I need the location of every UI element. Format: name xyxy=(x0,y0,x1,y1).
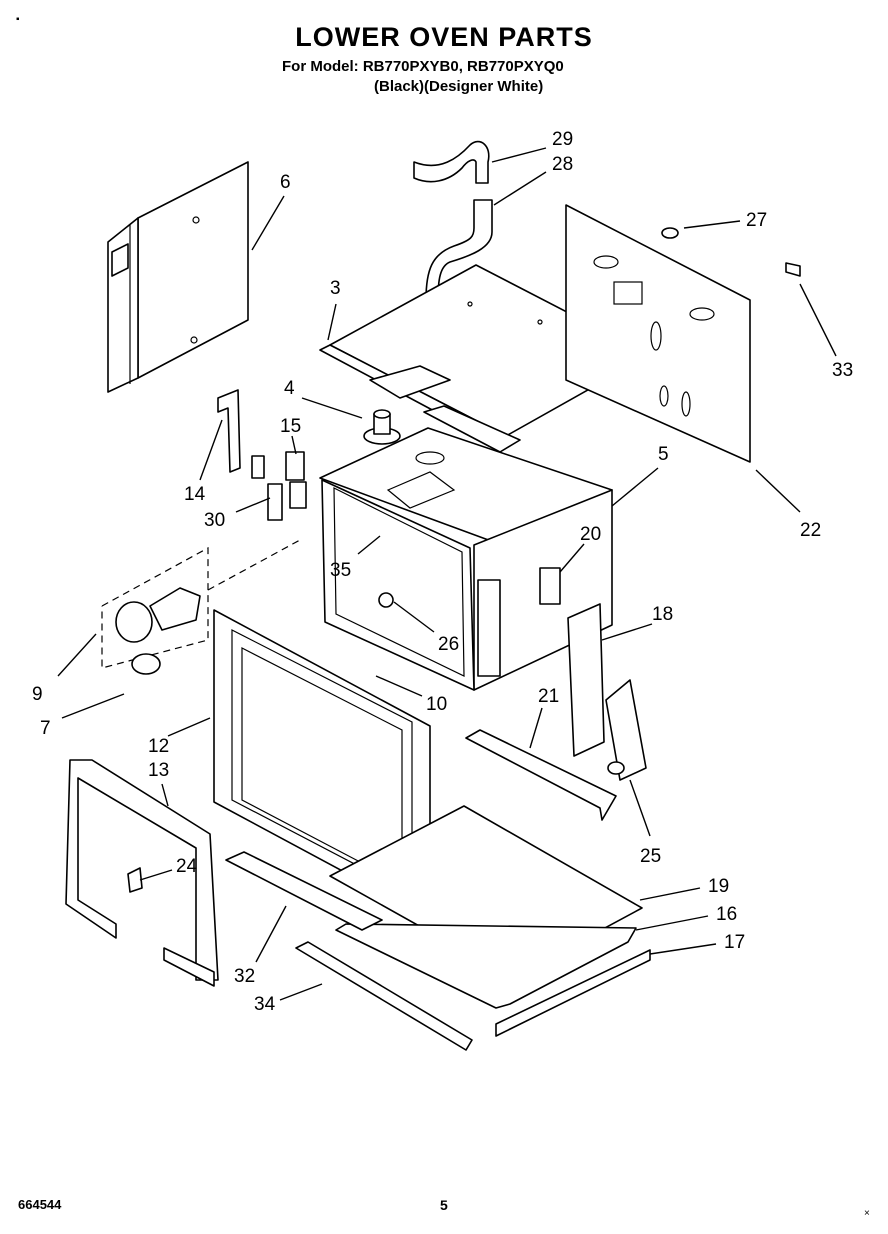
callout-17: 17 xyxy=(724,932,745,953)
side-panel xyxy=(107,161,249,393)
model-line: For Model: RB770PXYB0, RB770PXYQ0 xyxy=(282,58,564,75)
callout-19: 19 xyxy=(708,876,729,897)
callout-12: 12 xyxy=(148,736,169,757)
callout-4: 4 xyxy=(284,378,295,399)
callout-26: 26 xyxy=(438,634,459,655)
door-trim xyxy=(225,851,383,931)
callout-14: 14 xyxy=(184,484,206,505)
callout-35: 35 xyxy=(330,560,351,581)
document-number: 664544 xyxy=(18,1197,62,1212)
front-bracket xyxy=(465,729,617,821)
callout-16: 16 xyxy=(716,904,737,925)
corner-mark: ▪ xyxy=(16,14,20,25)
bottom-panel xyxy=(329,805,651,1037)
callout-24: 24 xyxy=(176,856,198,877)
door-switch xyxy=(267,483,283,521)
hinge-support xyxy=(567,603,605,757)
leader-lines xyxy=(57,147,837,1001)
vent-grille xyxy=(295,941,473,1051)
oven-light-assembly xyxy=(101,539,301,675)
oven-liner xyxy=(319,427,613,691)
callout-18: 18 xyxy=(652,604,673,625)
callout-labels: 29 28 6 27 3 33 4 15 5 14 22 30 20 35 18… xyxy=(32,129,853,1015)
door-gasket xyxy=(65,759,219,981)
gasket-end xyxy=(163,947,215,987)
switch-bracket xyxy=(251,455,265,479)
callout-5: 5 xyxy=(658,444,669,465)
callout-21: 21 xyxy=(538,686,559,707)
callout-27: 27 xyxy=(746,210,767,231)
bracket xyxy=(217,389,241,473)
top-panel xyxy=(319,264,651,453)
callout-15: 15 xyxy=(280,416,301,437)
gasket-clip xyxy=(127,867,143,893)
callout-32: 32 xyxy=(234,966,255,987)
callout-20: 20 xyxy=(580,524,601,545)
callout-13: 13 xyxy=(148,760,169,781)
callout-29: 29 xyxy=(552,129,573,150)
callout-25: 25 xyxy=(640,846,661,867)
callout-22: 22 xyxy=(800,520,821,541)
switch-block xyxy=(289,481,307,509)
page-title: LOWER OVEN PARTS xyxy=(295,22,593,52)
corner-mark: × xyxy=(864,1208,870,1219)
hinge-pin xyxy=(607,761,625,775)
callout-34: 34 xyxy=(254,994,276,1015)
switch xyxy=(285,451,305,481)
callout-28: 28 xyxy=(552,154,573,175)
color-line: (Black)(Designer White) xyxy=(374,78,544,95)
door-hinge xyxy=(605,679,647,781)
page-number: 5 xyxy=(440,1197,448,1213)
callout-6: 6 xyxy=(280,172,291,193)
callout-10: 10 xyxy=(426,694,447,715)
plug xyxy=(661,227,679,239)
rear-panel xyxy=(565,204,751,463)
callout-9: 9 xyxy=(32,684,43,705)
callout-33: 33 xyxy=(832,360,853,381)
callout-3: 3 xyxy=(330,278,341,299)
sensor-mount xyxy=(363,409,401,445)
callout-30: 30 xyxy=(204,510,225,531)
clip xyxy=(785,262,801,277)
callout-7: 7 xyxy=(40,718,51,739)
